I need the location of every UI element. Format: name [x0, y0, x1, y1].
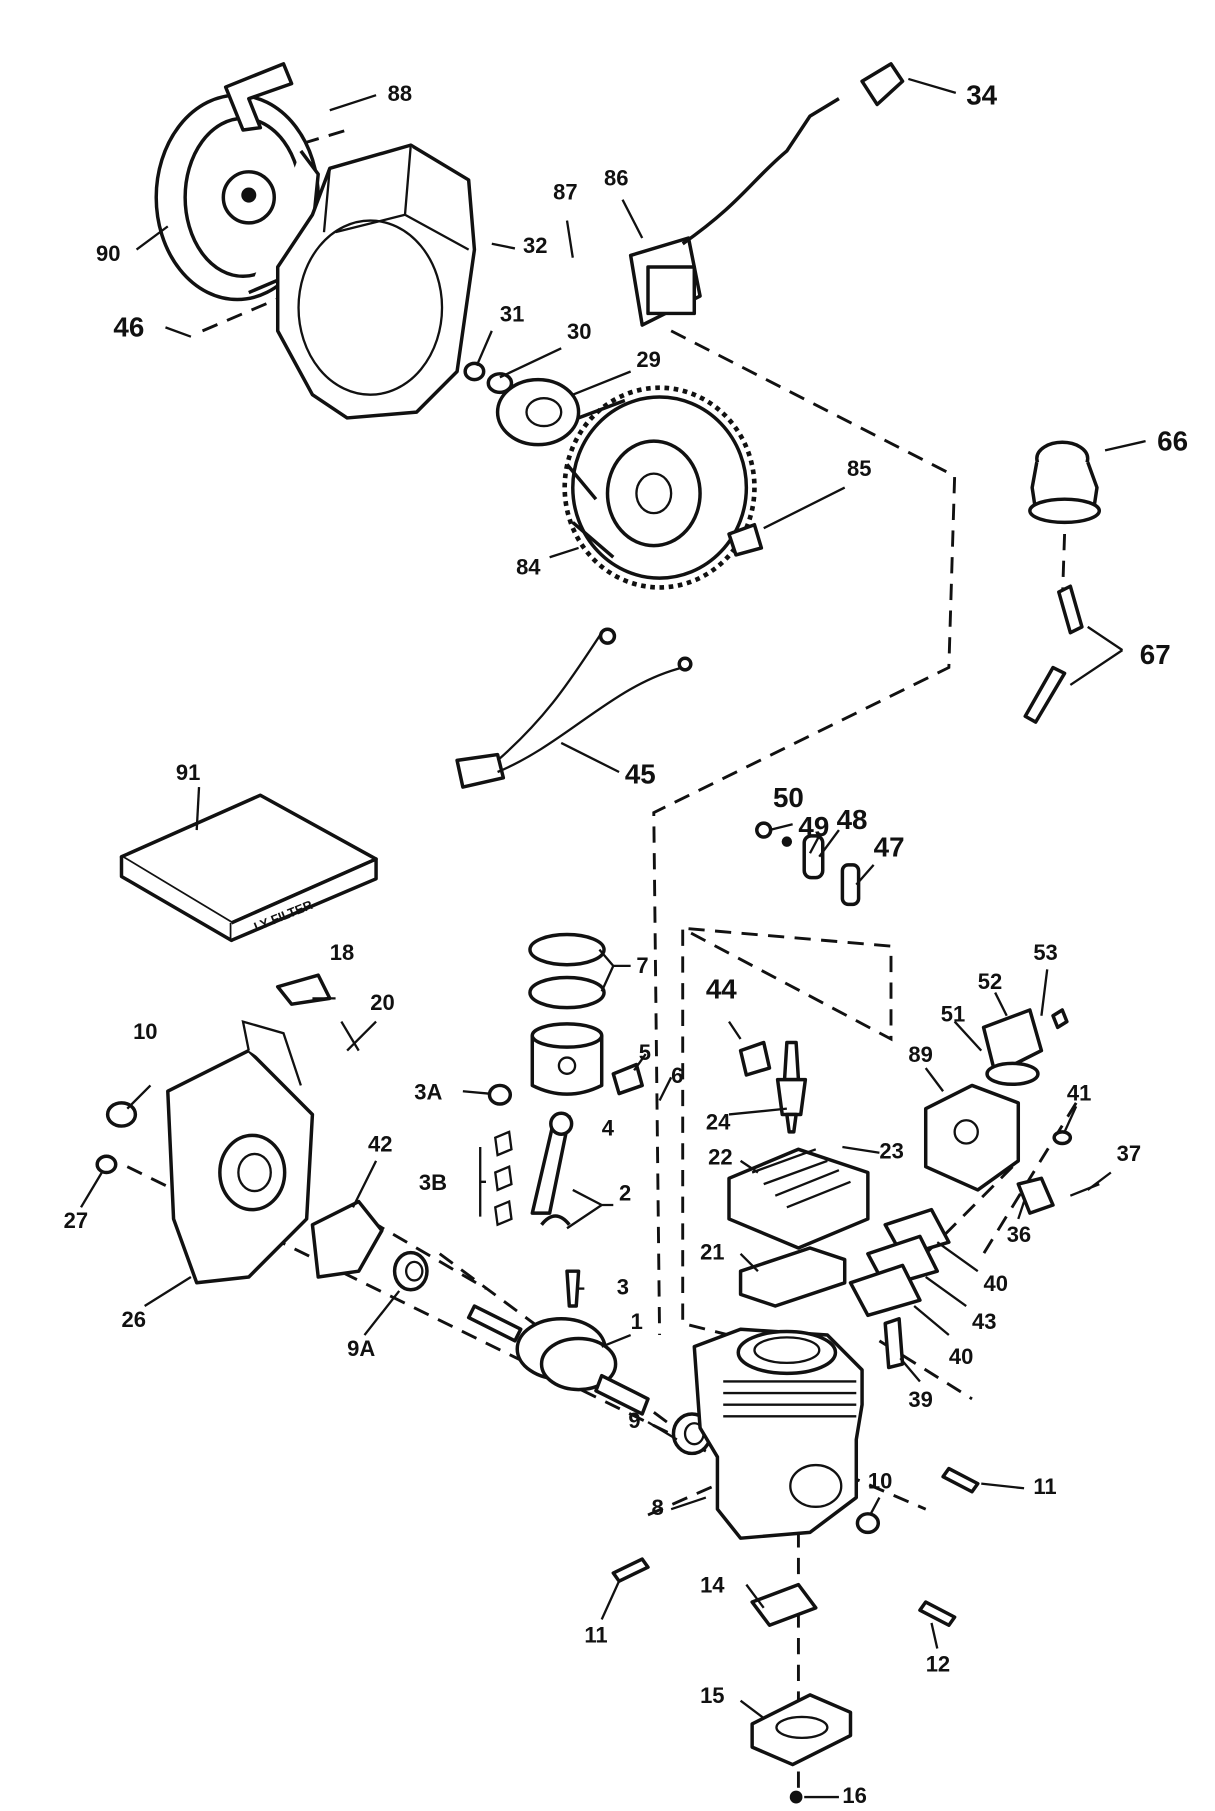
- cylinder-head: [727, 1147, 870, 1308]
- label-16: 16: [842, 1783, 866, 1808]
- carburetor: [923, 1008, 1100, 1215]
- flywheel-key: [727, 522, 764, 557]
- intake-gaskets: [848, 1207, 951, 1370]
- label-12: 12: [926, 1652, 950, 1677]
- label-43: 43: [972, 1309, 996, 1334]
- label-41: 41: [1067, 1080, 1091, 1105]
- recoil-starter: [154, 62, 320, 302]
- label-27: 27: [64, 1208, 88, 1233]
- blower-housing: [275, 143, 477, 420]
- label-11b: 11: [1033, 1474, 1056, 1499]
- studs: [611, 1466, 980, 1627]
- main-bearing-a: [392, 1250, 429, 1292]
- label-51: 51: [941, 1002, 965, 1027]
- label-49: 49: [798, 811, 829, 842]
- label-1: 1: [631, 1309, 643, 1334]
- piston-assembly: [528, 932, 644, 1096]
- label-3: 3: [617, 1274, 629, 1299]
- label-21: 21: [700, 1240, 724, 1265]
- primer-hoses: [1023, 584, 1084, 724]
- label-90: 90: [96, 241, 120, 266]
- bottom-cover: [750, 1582, 853, 1804]
- label-26: 26: [122, 1307, 146, 1332]
- label-87: 87: [553, 180, 577, 205]
- label-42: 42: [368, 1132, 392, 1157]
- label-46: 46: [113, 312, 144, 343]
- label-9: 9: [628, 1408, 640, 1433]
- label-15: 15: [700, 1683, 724, 1708]
- label-3a: 3A: [414, 1079, 442, 1104]
- air-filter: LY FILTER: [119, 793, 378, 943]
- spark-plug: [738, 1040, 808, 1134]
- label-20: 20: [370, 990, 394, 1015]
- label-67: 67: [1140, 639, 1171, 670]
- label-2: 2: [619, 1180, 631, 1205]
- label-30: 30: [567, 319, 591, 344]
- label-40b: 40: [949, 1344, 973, 1369]
- crankcase-gasket: [310, 1199, 384, 1279]
- label-88: 88: [388, 81, 412, 106]
- label-9a: 9A: [347, 1336, 375, 1361]
- label-91: 91: [176, 760, 200, 785]
- label-10a: 10: [133, 1019, 157, 1044]
- label-36: 36: [1007, 1222, 1031, 1247]
- label-4: 4: [602, 1115, 615, 1140]
- label-18: 18: [330, 940, 354, 965]
- label-53: 53: [1033, 940, 1057, 965]
- label-3b: 3B: [419, 1170, 447, 1195]
- label-48: 48: [837, 804, 868, 835]
- label-31: 31: [500, 302, 524, 327]
- label-85: 85: [847, 456, 871, 481]
- carb-mount-gaskets: [755, 821, 861, 907]
- label-34: 34: [966, 79, 997, 110]
- label-86: 86: [604, 166, 628, 191]
- label-5: 5: [639, 1040, 651, 1065]
- starter-pulley: [463, 361, 581, 447]
- label-89: 89: [908, 1042, 932, 1067]
- primer-bulb: [1028, 440, 1102, 525]
- label-6: 6: [671, 1063, 683, 1088]
- wiring-harness: [455, 627, 693, 789]
- label-39: 39: [908, 1387, 932, 1412]
- label-29: 29: [636, 347, 660, 372]
- ignition-module: [628, 62, 905, 327]
- leader-lines: [80, 77, 1146, 1799]
- crankcase-cover: [95, 973, 360, 1285]
- label-11a: 11: [584, 1623, 607, 1648]
- part-labels: 88 34 90 46 32 87 86 31 30 29 85 84 66 6…: [64, 79, 1188, 1807]
- label-37: 37: [1117, 1141, 1141, 1166]
- label-44: 44: [706, 973, 737, 1004]
- connecting-rod: [487, 1083, 581, 1308]
- label-7: 7: [636, 953, 648, 978]
- label-24: 24: [706, 1110, 731, 1135]
- label-8: 8: [651, 1495, 663, 1520]
- oil-seal-right: [855, 1512, 881, 1535]
- crankcase-cylinder: [692, 1327, 864, 1540]
- label-14: 14: [700, 1573, 725, 1598]
- label-47: 47: [874, 832, 905, 863]
- label-10b: 10: [868, 1468, 892, 1493]
- label-22: 22: [708, 1144, 732, 1169]
- label-52: 52: [978, 969, 1002, 994]
- label-40a: 40: [984, 1271, 1008, 1296]
- crankshaft: [466, 1304, 650, 1416]
- label-45: 45: [625, 759, 656, 790]
- assembly-dashed-lines: [126, 128, 1078, 1788]
- label-50: 50: [773, 782, 804, 813]
- label-66: 66: [1157, 425, 1188, 456]
- label-32: 32: [523, 233, 547, 258]
- label-23: 23: [879, 1139, 903, 1164]
- flywheel: [562, 385, 757, 590]
- label-84: 84: [516, 555, 541, 580]
